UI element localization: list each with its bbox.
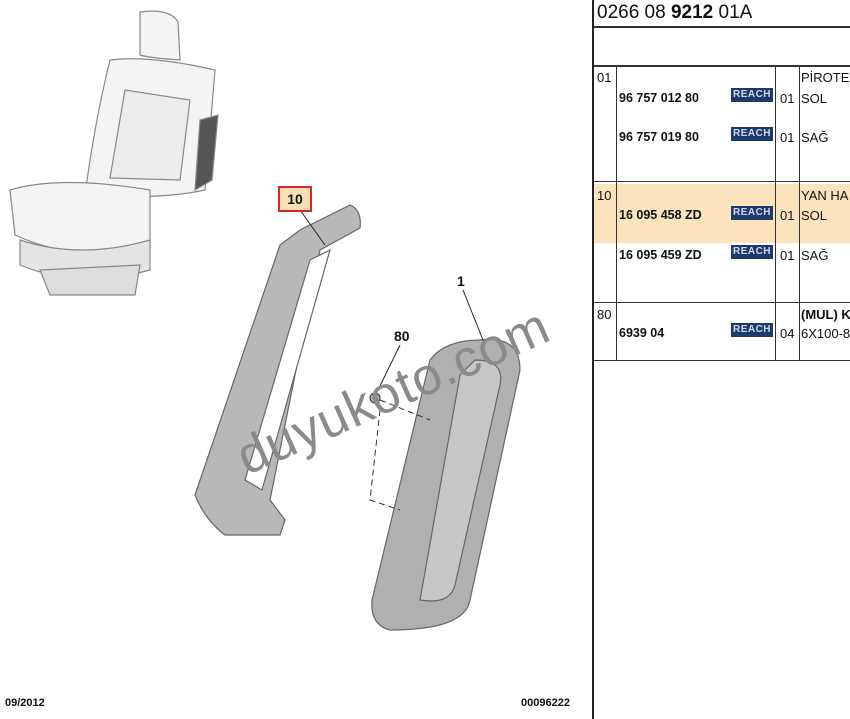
- side-frame-part-10: [194, 204, 361, 536]
- quantity: 01: [780, 208, 795, 223]
- reach-badge: REACH: [731, 206, 773, 220]
- part-number[interactable]: 16 095 458 ZD: [619, 208, 702, 222]
- row-ref: 01: [597, 70, 612, 85]
- page-title: 0266 08 9212 01A: [597, 2, 753, 23]
- row-title: (MUL) K: [801, 307, 850, 322]
- diagram-reference: 00096222: [521, 697, 570, 709]
- divider: [799, 66, 800, 360]
- description: SOL: [801, 91, 828, 106]
- row-title: YAN HA: [801, 188, 849, 203]
- airbag-module-part-1: [371, 338, 521, 631]
- description: SOL: [801, 208, 828, 223]
- reach-badge: REACH: [731, 245, 773, 259]
- divider: [616, 66, 617, 360]
- row-ref: 10: [597, 188, 612, 203]
- quantity: 04: [780, 326, 795, 341]
- row-title: PİROTE: [801, 70, 850, 85]
- part-number[interactable]: 96 757 019 80: [619, 130, 699, 144]
- quantity: 01: [780, 130, 795, 145]
- reach-badge: REACH: [731, 127, 773, 141]
- diagram-date: 09/2012: [5, 697, 45, 709]
- divider: [592, 0, 594, 719]
- description: SAĞ: [801, 130, 829, 145]
- part-number[interactable]: 6939 04: [619, 326, 665, 340]
- reach-badge: REACH: [731, 88, 773, 102]
- leader-lines: [299, 209, 486, 391]
- parts-diagram: [9, 10, 521, 631]
- description: SAĞ: [801, 248, 829, 263]
- divider: [594, 302, 850, 303]
- quantity: 01: [780, 91, 795, 106]
- divider: [594, 181, 850, 182]
- row-ref: 80: [597, 307, 612, 322]
- divider: [594, 26, 850, 28]
- description: 6X100-8: [801, 326, 850, 341]
- reach-badge: REACH: [731, 323, 773, 337]
- row-highlight: [594, 184, 850, 243]
- part-number[interactable]: 96 757 012 80: [619, 91, 699, 105]
- nut-part-80: [369, 392, 431, 511]
- part-number[interactable]: 16 095 459 ZD: [619, 248, 702, 262]
- divider: [594, 65, 850, 67]
- divider: [594, 360, 850, 361]
- quantity: 01: [780, 248, 795, 263]
- callout-10[interactable]: 10: [278, 186, 312, 212]
- callout-1[interactable]: 1: [457, 273, 465, 289]
- seat-illustration: [9, 10, 219, 296]
- callout-80[interactable]: 80: [394, 328, 410, 344]
- divider: [775, 66, 776, 360]
